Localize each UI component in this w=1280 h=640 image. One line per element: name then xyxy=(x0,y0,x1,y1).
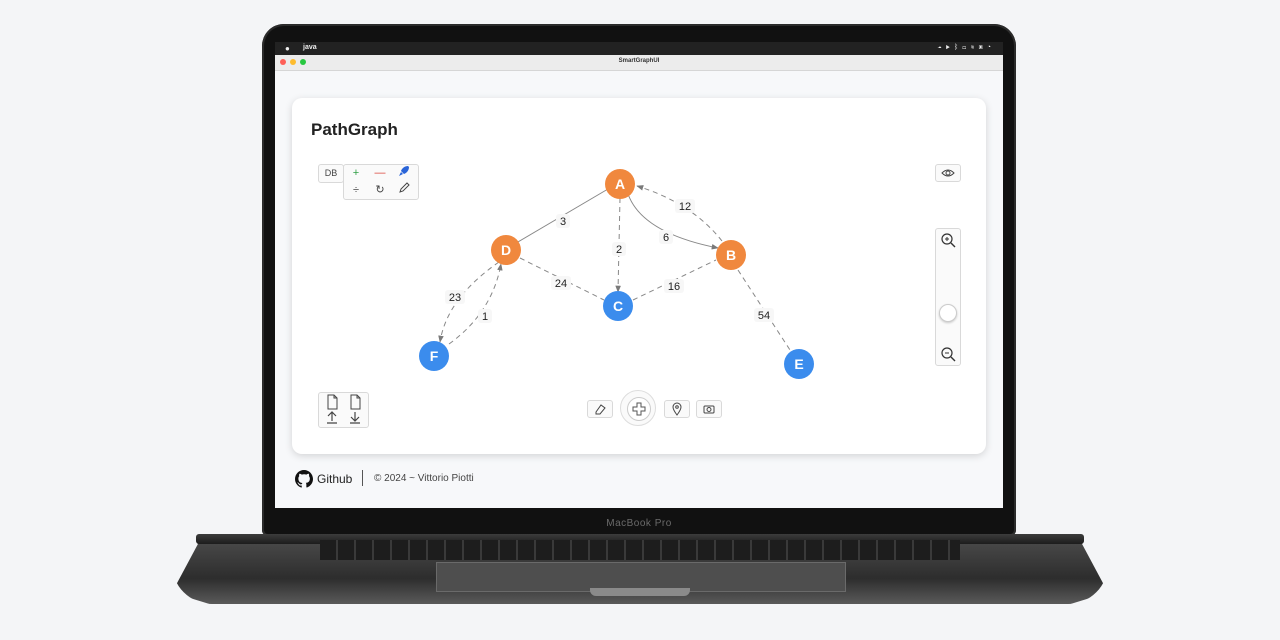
vertices-layer: A B C D E F xyxy=(419,169,814,379)
vertex-A[interactable] xyxy=(605,169,635,199)
json-file-icon[interactable] xyxy=(344,394,366,410)
split-icon[interactable]: ÷ xyxy=(352,184,360,196)
footer-separator xyxy=(362,470,363,486)
laptop-keyboard xyxy=(320,540,960,560)
json-file-icon[interactable] xyxy=(321,394,343,410)
edge-label-B-A: 12 xyxy=(679,201,691,213)
camera-icon xyxy=(703,405,715,414)
file-panel xyxy=(318,392,369,428)
pencil-icon[interactable] xyxy=(392,182,416,199)
vertex-label-D: D xyxy=(501,242,511,258)
vertex-D[interactable] xyxy=(491,235,521,265)
camera-button[interactable] xyxy=(696,400,722,418)
zoom-in-button[interactable] xyxy=(939,231,957,249)
laptop-trackpad xyxy=(436,562,846,592)
edge-A-B[interactable] xyxy=(627,193,719,250)
add-vertex-icon[interactable]: + xyxy=(352,167,360,179)
edge-label-bg xyxy=(612,242,626,256)
location-pin-button[interactable] xyxy=(664,400,690,418)
graph-card: PathGraph 3 xyxy=(292,98,986,454)
edge-label-bg xyxy=(556,214,570,228)
battery-icon[interactable]: ▭ xyxy=(962,44,971,51)
refresh-icon[interactable]: ↻ xyxy=(375,184,385,196)
joystick-inner[interactable] xyxy=(627,397,651,421)
vertex-label-F: F xyxy=(430,348,439,364)
remove-vertex-icon[interactable]: — xyxy=(374,167,386,179)
zoom-out-icon xyxy=(941,347,956,362)
display-icon[interactable]: ▣ xyxy=(978,44,987,51)
maximize-window-button[interactable] xyxy=(300,59,306,65)
vertex-F[interactable] xyxy=(419,341,449,371)
graph-canvas[interactable]: 3 2 6 12 24 16 54 23 1 A xyxy=(292,98,986,454)
move-joystick[interactable] xyxy=(620,390,656,426)
apple-icon[interactable]: ● xyxy=(285,44,290,53)
download-icon[interactable] xyxy=(344,410,366,426)
edge-label-F-D: 1 xyxy=(482,311,488,323)
edge-label-B-E: 54 xyxy=(758,310,770,322)
edge-label-A-D: 3 xyxy=(560,216,566,228)
edge-label-A-C: 2 xyxy=(616,244,622,256)
edge-labels-layer: 3 2 6 12 24 16 54 23 1 xyxy=(445,199,774,323)
zoom-out-button[interactable] xyxy=(939,345,957,363)
db-button[interactable]: DB xyxy=(318,164,344,183)
edge-F-D[interactable] xyxy=(448,263,503,345)
edge-label-A-B: 6 xyxy=(663,232,669,244)
clock-icon[interactable]: ◔ xyxy=(986,44,995,51)
bluetooth-icon[interactable]: ᛒ xyxy=(953,44,963,51)
edge-label-bg xyxy=(664,279,684,293)
github-link[interactable]: Github xyxy=(317,472,353,486)
zoom-slider-knob[interactable] xyxy=(939,304,957,323)
window-title: SmartGraphUI xyxy=(618,58,660,64)
cloud-icon[interactable]: ☁ xyxy=(937,44,946,51)
eraser-button[interactable] xyxy=(587,400,613,418)
menubar: ● java ☁▶ᛒ▭≋▣◔ xyxy=(275,42,1003,55)
laptop-brand: MacBook Pro xyxy=(606,518,672,529)
edge-label-bg xyxy=(551,276,571,290)
rocket-icon[interactable] xyxy=(392,165,416,182)
vertex-C[interactable] xyxy=(603,291,633,321)
menubar-tray[interactable]: ☁▶ᛒ▭≋▣◔ xyxy=(938,44,995,51)
wifi-icon[interactable]: ≋ xyxy=(970,44,979,51)
edge-B-A[interactable] xyxy=(636,185,723,242)
copyright-text: © 2024 ~ Vittorio Piotti xyxy=(374,473,474,484)
window-titlebar: SmartGraphUI xyxy=(275,55,1003,71)
edge-label-bg xyxy=(659,230,673,244)
edge-label-D-C: 24 xyxy=(555,278,567,290)
edge-label-bg xyxy=(754,308,774,322)
move-icon xyxy=(632,402,646,416)
tool-grid: + — ÷ ↻ xyxy=(343,164,419,200)
toggle-view-button[interactable] xyxy=(935,164,961,182)
vertex-label-B: B xyxy=(726,247,736,263)
github-icon[interactable] xyxy=(295,470,313,488)
location-pin-icon xyxy=(672,402,682,416)
edge-label-bg xyxy=(478,309,492,323)
edge-label-C-B: 16 xyxy=(668,281,680,293)
screen: ● java ☁▶ᛒ▭≋▣◔ SmartGraphUI PathGraph xyxy=(275,42,1003,508)
eraser-icon xyxy=(595,404,606,415)
edge-label-D-F: 23 xyxy=(449,292,461,304)
vertex-B[interactable] xyxy=(716,240,746,270)
close-window-button[interactable] xyxy=(280,59,286,65)
zoom-panel xyxy=(935,228,961,366)
laptop-hinge xyxy=(196,534,1084,544)
menubar-app-name[interactable]: java xyxy=(303,44,317,51)
eye-icon xyxy=(941,169,955,177)
card-title: PathGraph xyxy=(311,120,398,139)
minimize-window-button[interactable] xyxy=(290,59,296,65)
zoom-in-icon xyxy=(941,233,956,248)
upload-icon[interactable] xyxy=(321,410,343,426)
vertex-label-E: E xyxy=(794,356,803,372)
vertex-E[interactable] xyxy=(784,349,814,379)
edge-label-bg xyxy=(445,290,465,304)
laptop-lip xyxy=(590,588,690,596)
vertex-label-C: C xyxy=(613,298,623,314)
edge-label-bg xyxy=(675,199,695,213)
vertex-label-A: A xyxy=(615,176,625,192)
play-icon[interactable]: ▶ xyxy=(945,44,954,51)
